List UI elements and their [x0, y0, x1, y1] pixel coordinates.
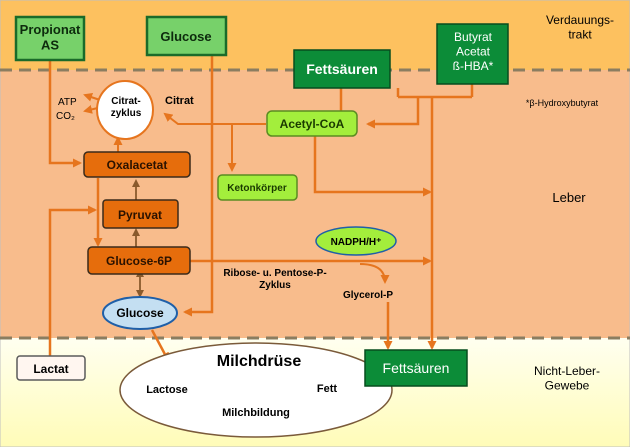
node-glucose-top: Glucose: [145, 15, 228, 57]
fettsaeuren-top-label: Fettsäuren: [306, 61, 378, 77]
arrow-acetylcoa-trunk: [313, 136, 432, 197]
ribose-label: Ribose- u. Pentose-P-Zyklus: [223, 268, 326, 291]
co2-label: CO₂: [56, 111, 75, 122]
arrow-propionat-oxalacetat: [48, 58, 82, 168]
glucose-blue-label: Glucose: [116, 306, 164, 320]
node-pyruvat: Pyruvat: [102, 199, 179, 229]
node-nadph: NADPH/H⁺: [315, 226, 397, 256]
oxalacetat-label: Oxalacetat: [107, 158, 168, 172]
zone-label-nonliver: Nicht-Leber-Gewebe: [534, 364, 600, 392]
citratzyklus-label: Citrat-zyklus: [111, 96, 142, 119]
lactose-label: Lactose: [146, 384, 188, 396]
node-glucose6p: Glucose-6P: [87, 246, 191, 275]
atp-label: ATP: [58, 97, 77, 108]
citrat-label: Citrat: [165, 95, 194, 107]
milchdruese-label: Milchdrüse: [217, 353, 302, 370]
node-glucose-blue: Glucose: [102, 296, 178, 330]
node-ketonkoerper: Ketonkörper: [217, 174, 298, 201]
node-oxalacetat: Oxalacetat: [83, 151, 191, 178]
zone-label-liver: Leber: [552, 190, 586, 205]
arrow-acetylcoa-citrat: [163, 112, 266, 125]
glucose-top-label: Glucose: [160, 29, 211, 44]
node-fettsaeuren-top: Fettsäuren: [293, 49, 391, 89]
fettsaeuren-bottom-label: Fettsäuren: [383, 360, 450, 376]
glucose6p-label: Glucose-6P: [106, 254, 172, 268]
fett-label: Fett: [317, 383, 338, 395]
node-fettsaeuren-bottom: Fettsäuren: [364, 349, 468, 387]
node-lactat: Lactat: [16, 355, 86, 381]
glycerol-label: Glycerol-P: [343, 290, 393, 301]
node-citratzyklus: Citrat-zyklus: [96, 80, 154, 140]
ketonkoerper-label: Ketonkörper: [227, 183, 287, 194]
arrow-butyrat-acetylcoa: [366, 97, 420, 129]
nadph-label: NADPH/H⁺: [331, 237, 382, 248]
zone-label-digestive: Verdauungs-trakt: [546, 13, 614, 41]
pyruvat-label: Pyruvat: [118, 208, 162, 222]
lactat-label: Lactat: [33, 362, 68, 376]
acetyl-coa-label: Acetyl-CoA: [280, 117, 345, 131]
arrow-glucose-down: [183, 54, 214, 317]
node-milchdruese: Milchdrüse Lactose Fett Milchbildung: [119, 342, 393, 438]
milchbildung-label: Milchbildung: [222, 407, 290, 419]
liver-zone: [0, 70, 630, 338]
arrow-lactat-pyruvat: [48, 205, 97, 356]
node-acetyl-coa: Acetyl-CoA: [266, 110, 358, 137]
footnote: *β-Hydroxybutyrat: [526, 98, 599, 108]
